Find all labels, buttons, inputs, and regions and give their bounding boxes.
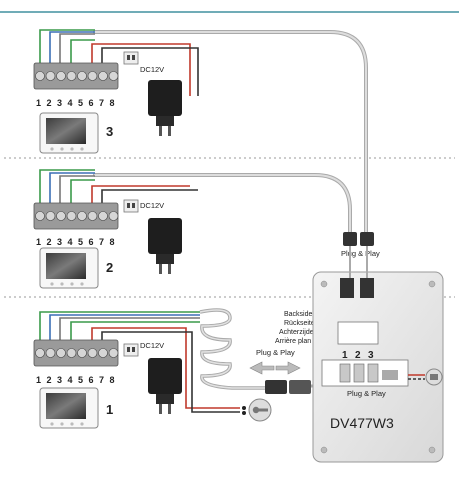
terminal-2-4: 4 — [68, 237, 73, 247]
plug-arrows-icon — [249, 361, 301, 375]
terminal-3-6: 6 — [89, 98, 94, 108]
board-numbers: 1 2 3 — [342, 350, 374, 361]
terminal-1-3: 3 — [57, 375, 62, 385]
terminal-1-2: 2 — [47, 375, 52, 385]
backside-label-en: Backside — [284, 311, 313, 318]
terminal-3-2: 2 — [47, 98, 52, 108]
backside-label-de: Rückseite — [284, 320, 315, 327]
plug-play-top-label: Plug & Play — [341, 249, 380, 258]
terminal-2-2: 2 — [47, 237, 52, 247]
terminal-3-8: 8 — [110, 98, 115, 108]
terminal-3-3: 3 — [57, 98, 62, 108]
dc-label-2: DC12V — [140, 201, 164, 210]
terminal-numbers-1: 1 2 3 4 5 6 7 8 — [36, 375, 115, 385]
outdoor-panel — [312, 246, 444, 463]
terminal-2-6: 6 — [89, 237, 94, 247]
terminal-1-8: 8 — [110, 375, 115, 385]
terminal-2-7: 7 — [99, 237, 104, 247]
terminal-2-8: 8 — [110, 237, 115, 247]
terminal-1-6: 6 — [89, 375, 94, 385]
backside-label-nl: Achterzijde — [279, 329, 314, 336]
terminal-3-1: 1 — [36, 98, 41, 108]
terminal-2-1: 1 — [36, 237, 41, 247]
unit-number-3: 3 — [106, 124, 113, 139]
unit-number-1: 1 — [106, 402, 113, 417]
terminal-1-4: 4 — [68, 375, 73, 385]
terminal-2-5: 5 — [78, 237, 83, 247]
model-label: DV477W3 — [330, 415, 394, 431]
backside-label-fr: Arrière plan — [275, 338, 311, 345]
terminal-numbers-2: 1 2 3 4 5 6 7 8 — [36, 237, 115, 247]
top-connectors — [343, 232, 374, 246]
board-number-3: 3 — [368, 350, 374, 361]
terminal-3-5: 5 — [78, 98, 83, 108]
unit-2 — [33, 169, 198, 289]
terminal-2-3: 3 — [57, 237, 62, 247]
plug-play-board-label: Plug & Play — [347, 389, 386, 398]
terminal-1-1: 1 — [36, 375, 41, 385]
terminal-1-5: 5 — [78, 375, 83, 385]
unit-number-2: 2 — [106, 260, 113, 275]
dc-label-1: DC12V — [140, 341, 164, 350]
terminal-3-7: 7 — [99, 98, 104, 108]
unit-1 — [33, 311, 240, 429]
terminal-1-7: 7 — [99, 375, 104, 385]
dc-label-3: DC12V — [140, 65, 164, 74]
door-lock-icon-2 — [242, 398, 272, 422]
terminal-3-4: 4 — [68, 98, 73, 108]
plug-play-mid-label: Plug & Play — [256, 348, 295, 357]
terminal-numbers-3: 1 2 3 4 5 6 7 8 — [36, 98, 115, 108]
door-lock-icon — [425, 368, 443, 386]
unit-3 — [33, 29, 199, 154]
board-number-1: 1 — [342, 350, 348, 361]
board-number-2: 2 — [355, 350, 361, 361]
